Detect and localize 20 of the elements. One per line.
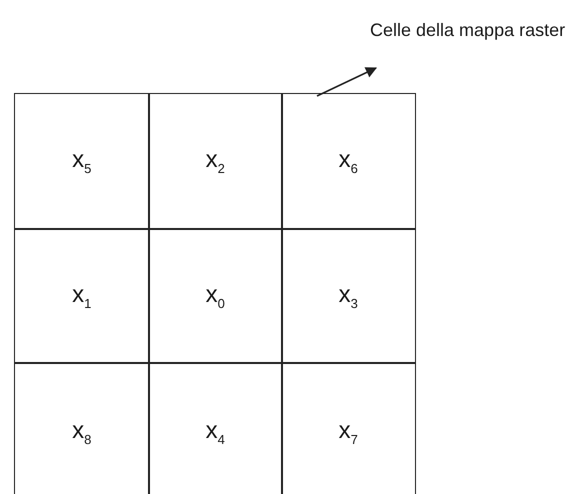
cell-label: x$_{6}$ <box>338 146 358 176</box>
cell-label: x$_{2}$ <box>206 146 225 176</box>
cell-label: x$_{1}$ <box>72 280 92 311</box>
cell-label: x$_{4}$ <box>206 416 225 447</box>
grid-cell <box>148 228 282 364</box>
leader-line <box>316 67 377 97</box>
grid-cell <box>14 362 150 494</box>
cell-label: x$_{8}$ <box>72 416 92 447</box>
callout-text: Celle della mappa raster <box>370 18 570 42</box>
grid-cell <box>281 93 416 230</box>
grid-cell <box>148 93 282 230</box>
grid-cell <box>281 228 416 364</box>
cell-label: x$_{5}$ <box>72 146 92 176</box>
grid-cell <box>281 362 416 494</box>
grid-cell <box>14 93 150 230</box>
grid-cell <box>14 228 150 364</box>
grid-cell <box>148 362 282 494</box>
cell-label: x$_{7}$ <box>338 416 358 447</box>
cell-label: x$_{3}$ <box>338 280 358 311</box>
cell-label: x$_{0}$ <box>206 280 225 311</box>
